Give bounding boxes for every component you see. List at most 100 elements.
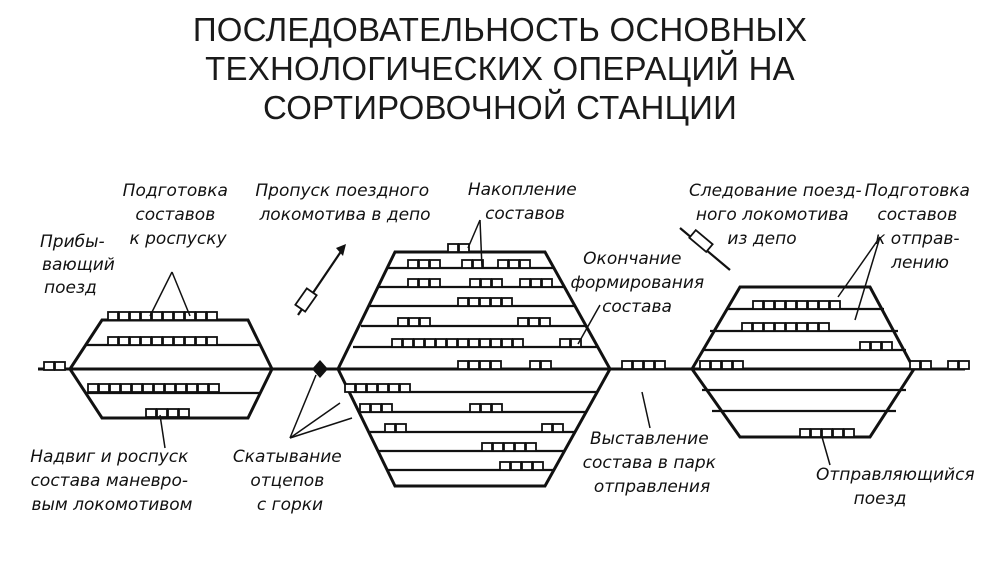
- railcar: [541, 278, 553, 288]
- railcar: [429, 259, 441, 269]
- railcar: [752, 322, 764, 332]
- railcar: [461, 259, 473, 269]
- railcar: [807, 300, 819, 310]
- railcar: [129, 336, 141, 346]
- railcar: [480, 403, 492, 413]
- railcar: [807, 322, 819, 332]
- locomotive-from-depot-icon: [688, 228, 714, 254]
- railcar: [118, 336, 130, 346]
- railcar: [512, 338, 524, 348]
- railcar: [142, 383, 154, 393]
- railcar: [514, 442, 526, 452]
- title-line-1: ПОСЛЕДОВАТЕЛЬНОСТЬ ОСНОВНЫХ: [192, 11, 808, 48]
- railcar: [208, 383, 220, 393]
- railcar: [621, 360, 633, 370]
- railcar: [832, 428, 844, 438]
- railcar: [173, 311, 185, 321]
- railcar: [175, 383, 187, 393]
- railcar: [388, 383, 400, 393]
- railcar: [481, 442, 493, 452]
- railcar: [818, 300, 830, 310]
- railcar: [178, 408, 190, 418]
- railcar: [829, 300, 841, 310]
- railcar: [418, 278, 430, 288]
- railcar: [419, 317, 431, 327]
- diagram-title: ПОСЛЕДОВАТЕЛЬНОСТЬ ОСНОВНЫХ ТЕХНОЛОГИЧЕС…: [0, 10, 1000, 127]
- railcar: [763, 300, 775, 310]
- railcar: [947, 360, 959, 370]
- railcar: [457, 338, 469, 348]
- railcar: [480, 278, 492, 288]
- railcar: [870, 341, 882, 351]
- railcar: [763, 322, 775, 332]
- railcar: [796, 322, 808, 332]
- railcar: [195, 336, 207, 346]
- railcar: [525, 442, 537, 452]
- label-locomotive-pass: Пропуск поездного локомотива в депо: [255, 181, 434, 225]
- railcar: [741, 322, 753, 332]
- railcar: [799, 428, 811, 438]
- railcar: [774, 322, 786, 332]
- railcar: [366, 383, 378, 393]
- railcar: [821, 428, 833, 438]
- railcar: [732, 360, 744, 370]
- railcar: [497, 259, 509, 269]
- railcar: [407, 278, 419, 288]
- railcar: [699, 360, 711, 370]
- label-pushing-humping: Надвиг и роспуск состава маневро- вым ло…: [30, 447, 194, 515]
- railcar: [145, 408, 157, 418]
- label-end-formation: Окончание формирования состава: [570, 249, 709, 317]
- railcar: [501, 338, 513, 348]
- title-line-2: ТЕХНОЛОГИЧЕСКИХ ОПЕРАЦИЙ НА: [205, 50, 795, 87]
- label-arriving-train: Прибы- вающий поезд: [40, 232, 120, 298]
- railcar: [785, 322, 797, 332]
- railcar: [643, 360, 655, 370]
- railcar: [407, 259, 419, 269]
- railcar: [479, 360, 491, 370]
- railcar: [490, 338, 502, 348]
- railcar: [479, 297, 491, 307]
- railcar: [109, 383, 121, 393]
- railcar: [570, 338, 582, 348]
- railcar: [54, 361, 66, 371]
- railcar: [654, 360, 666, 370]
- railcar: [429, 278, 441, 288]
- railcar: [344, 383, 356, 393]
- railcar: [490, 297, 502, 307]
- railcar: [479, 338, 491, 348]
- railcar: [107, 311, 119, 321]
- railcar: [519, 278, 531, 288]
- railcar: [539, 317, 551, 327]
- railcar: [632, 360, 644, 370]
- label-locomotive-from-depot: Следование поезд- ного локомотива из деп…: [689, 181, 867, 249]
- railcar: [195, 311, 207, 321]
- railcar: [43, 361, 55, 371]
- railcar: [541, 423, 553, 433]
- railcar: [909, 360, 921, 370]
- railcar: [457, 360, 469, 370]
- railcar: [197, 383, 209, 393]
- railcar: [559, 338, 571, 348]
- railcar: [958, 360, 970, 370]
- label-accumulation: Накопление составов: [468, 180, 582, 224]
- railcar: [87, 383, 99, 393]
- railcar: [408, 317, 420, 327]
- label-rolling-cuts: Скатывание отцепов с горки: [233, 447, 347, 515]
- railcar: [810, 428, 822, 438]
- railcar: [381, 403, 393, 413]
- railcar: [457, 297, 469, 307]
- railcar: [469, 403, 481, 413]
- railcar: [468, 297, 480, 307]
- railcar: [920, 360, 932, 370]
- railcar: [167, 408, 179, 418]
- railcar: [391, 338, 403, 348]
- railcar: [395, 423, 407, 433]
- railcar: [140, 336, 152, 346]
- railcar: [492, 442, 504, 452]
- railcar: [843, 428, 855, 438]
- railcar: [131, 383, 143, 393]
- hump-icon: [312, 360, 328, 378]
- railcar: [519, 259, 531, 269]
- railcar: [530, 278, 542, 288]
- railcar: [468, 360, 480, 370]
